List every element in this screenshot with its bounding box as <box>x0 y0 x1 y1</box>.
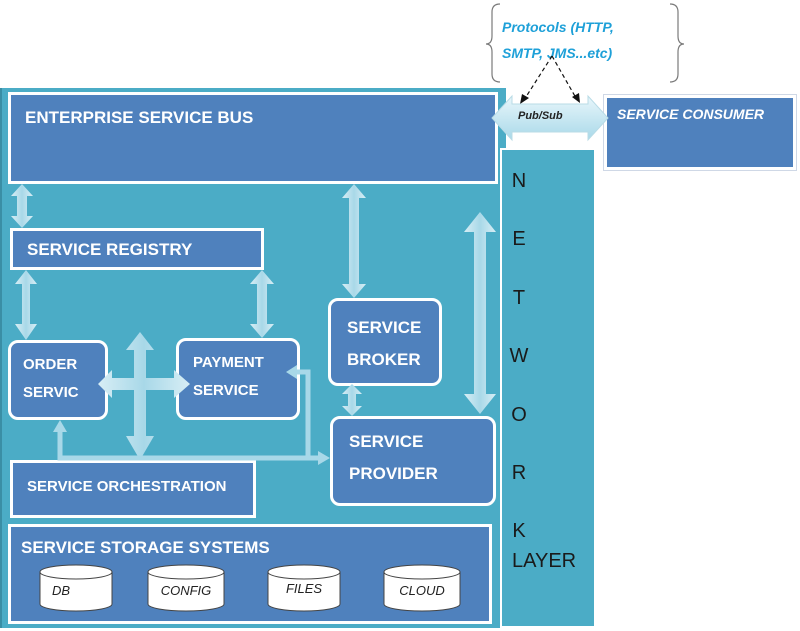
network-provider-arrow <box>464 212 496 414</box>
provider-label-2: PROVIDER <box>349 464 438 483</box>
network-letter: K <box>512 520 526 543</box>
esb-label: ENTERPRISE SERVICE BUS <box>25 108 254 127</box>
service-broker: SERVICE BROKER <box>328 298 442 386</box>
protocols-line-1: Protocols (HTTP, <box>502 19 614 35</box>
order-service: ORDER SERVIC <box>8 340 108 420</box>
esb-registry-arrow <box>11 184 33 228</box>
network-letter: W <box>509 345 529 368</box>
service-consumer: SERVICE CONSUMER <box>604 95 796 170</box>
protocols-annotation: Protocols (HTTP, SMTP, JMS...etc) <box>502 14 614 66</box>
orchestration-label: SERVICE ORCHESTRATION <box>27 478 227 495</box>
pubsub-arrow <box>491 94 609 142</box>
registry-order-arrow <box>15 270 37 340</box>
payment-label-2: SERVICE <box>193 382 259 399</box>
four-way-arrow <box>98 332 190 460</box>
db-cylinder <box>39 564 113 612</box>
protocol-dashed-arrow-right <box>551 55 577 99</box>
storage-label: SERVICE STORAGE SYSTEMS <box>21 538 270 557</box>
esb-broker-arrow <box>342 184 366 298</box>
payment-label-1: PAYMENT <box>193 354 264 371</box>
network-letter: E <box>512 228 526 251</box>
order-label-2: SERVIC <box>23 384 79 401</box>
broker-label-1: SERVICE <box>347 318 422 337</box>
service-orchestration: SERVICE ORCHESTRATION <box>10 460 256 518</box>
payment-provider-connector <box>290 369 311 458</box>
storage-item-cloud: CLOUD <box>399 583 445 598</box>
network-letters: N E T W O R K <box>502 164 536 573</box>
registry-label: SERVICE REGISTRY <box>27 240 193 259</box>
order-label-1: ORDER <box>23 356 78 373</box>
provider-label-1: SERVICE <box>349 432 424 451</box>
enterprise-service-bus: ENTERPRISE SERVICE BUS <box>8 92 498 184</box>
cloud-cylinder <box>383 564 461 612</box>
network-layer: N E T W O R K LAYER <box>500 148 596 628</box>
broker-provider-arrow <box>342 384 362 416</box>
service-registry: SERVICE REGISTRY <box>10 228 264 270</box>
protocols-line-2: SMTP, JMS...etc) <box>502 45 613 61</box>
files-cylinder <box>267 564 341 612</box>
left-brace <box>485 3 501 83</box>
orchestration-connector <box>57 430 320 461</box>
storage-item-db: DB <box>52 583 71 598</box>
consumer-label: SERVICE CONSUMER <box>617 106 765 122</box>
storage-item-config: CONFIG <box>160 583 212 598</box>
network-letter: T <box>512 286 526 309</box>
pubsub-label: Pub/Sub <box>518 110 563 122</box>
network-letter: N <box>511 170 527 192</box>
registry-payment-arrow <box>250 270 274 338</box>
protocol-dashed-arrow-left <box>523 55 553 101</box>
config-cylinder <box>147 564 225 612</box>
right-brace <box>669 3 685 83</box>
storage-item-files: FILES <box>285 581 323 596</box>
network-layer-label: LAYER <box>512 550 577 572</box>
storage-cylinders <box>39 564 461 612</box>
service-provider: SERVICE PROVIDER <box>330 416 496 506</box>
network-letter: R <box>511 461 527 484</box>
broker-label-2: BROKER <box>347 350 421 369</box>
network-letter: O <box>511 403 527 426</box>
